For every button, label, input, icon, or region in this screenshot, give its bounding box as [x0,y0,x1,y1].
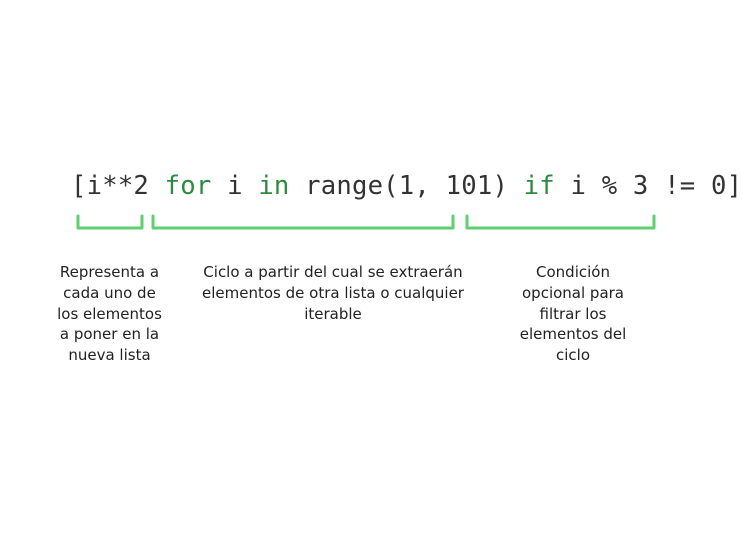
bracket-loop [151,214,455,230]
code-expression: [i**2 for i in range(1, 101) if i % 3 !=… [71,168,742,204]
code-loop-variable: i [211,171,259,201]
list-comprehension-diagram: { "code": { "open_bracket": "[", "expr":… [57,171,742,365]
code-in-keyword: in [258,171,290,201]
code-for-keyword: for [164,171,212,201]
label-optional-condition: Condición opcional para filtrar los elem… [519,263,627,365]
code-if-keyword: if [523,171,555,201]
bracket-condition [465,214,656,230]
code-condition: i % 3 != 0 [554,171,727,201]
code-expression-part: i**2 [86,171,165,201]
label-element-expression: Representa a cada uno de los elementos a… [57,263,162,365]
bracket-expression [76,214,144,230]
label-loop-description: Ciclo a partir del cual se extraerán ele… [202,263,464,323]
code-iterable: range(1, 101) [289,171,524,201]
code-open-bracket: [ [71,171,87,201]
code-close-bracket: ] [726,171,742,201]
brackets-layer [76,214,656,230]
